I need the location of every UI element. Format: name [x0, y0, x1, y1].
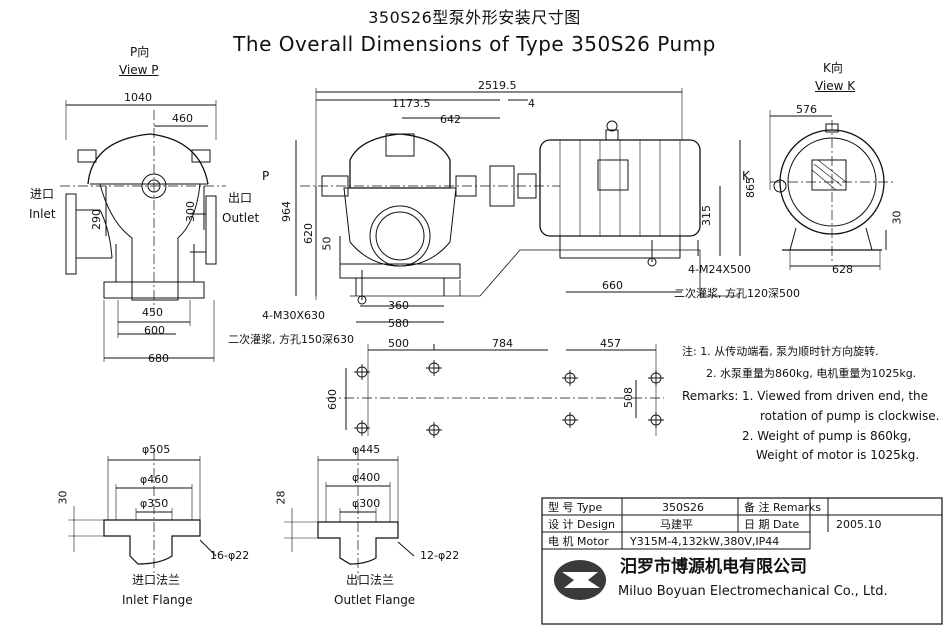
remark-en-head: Remarks: — [682, 389, 739, 403]
dim-50: 50 — [320, 236, 334, 251]
k-direction-arrow-label: K — [742, 169, 750, 183]
dim-1040: 1040 — [124, 91, 152, 104]
outlet-label-en: Outlet — [222, 211, 260, 225]
title-cn: 350S26型泵外形安装尺寸图 — [368, 8, 581, 27]
dim-865: 865 — [744, 177, 757, 198]
inlet-flange-d460: φ460 — [140, 473, 169, 486]
view-p-label-en: View P — [119, 63, 159, 77]
dim-2519-5: 2519.5 — [478, 79, 517, 92]
company-name-cn: 汨罗市博源机电有限公司 — [620, 557, 807, 577]
outlet-flange-name-cn: 出口法兰 — [346, 573, 395, 587]
view-p-drawing — [60, 100, 226, 362]
outlet-flange-holes: 12-φ22 — [420, 549, 460, 562]
dim-784: 784 — [492, 337, 513, 350]
dim-660: 660 — [602, 279, 623, 292]
title-block-frame — [541, 497, 943, 625]
outlet-flange-d400: φ400 — [352, 471, 381, 484]
tb-type-label: 型 号 Type — [548, 501, 603, 514]
inlet-flange-drawing — [68, 450, 217, 580]
motor-grout-note: 二次灌浆, 方孔120深500 — [674, 287, 800, 300]
inlet-label-cn: 进口 — [30, 187, 55, 201]
dim-964: 964 — [280, 201, 293, 222]
tb-design-label: 设 计 Design — [548, 518, 615, 531]
motor-bolt-spec: 4-M24X500 — [688, 263, 751, 276]
dim-500: 500 — [388, 337, 409, 350]
company-name-en: Miluo Boyuan Electromechanical Co., Ltd. — [618, 584, 888, 599]
view-k-label-cn: K向 — [823, 61, 843, 75]
tb-design-value: 马建平 — [660, 518, 693, 531]
tb-type-value: 350S26 — [662, 501, 704, 514]
dim-628: 628 — [832, 263, 853, 276]
remark-cn-2: 2. 水泵重量为860kg, 电机重量为1025kg. — [706, 367, 917, 380]
remark-en-2a: 2. Weight of pump is 860kg, — [742, 429, 912, 443]
dim-460: 460 — [172, 112, 193, 125]
pump-grout-note: 二次灌浆, 方孔150深630 — [228, 333, 354, 346]
p-direction-arrow-label: P — [262, 169, 270, 183]
tb-motor-value: Y315M-4,132kW,380V,IP44 — [630, 535, 780, 548]
dim-680: 680 — [148, 352, 169, 365]
outlet-flange-d445: φ445 — [352, 443, 381, 456]
dim-600-plan: 600 — [326, 389, 339, 410]
dim-1173-5: 1173.5 — [392, 97, 431, 110]
outlet-flange-drawing — [284, 450, 415, 580]
dim-315: 315 — [700, 205, 713, 226]
view-p-label-cn: P向 — [130, 45, 150, 59]
pump-bolt-spec: 4-M30X630 — [262, 309, 325, 322]
outlet-flange-t28: 28 — [274, 490, 288, 505]
inlet-flange-d350: φ350 — [140, 497, 169, 510]
dim-620: 620 — [302, 223, 315, 244]
title-en: The Overall Dimensions of Type 350S26 Pu… — [233, 32, 716, 56]
dim-508: 508 — [622, 387, 635, 408]
remark-en-1a: 1. Viewed from driven end, the — [742, 389, 929, 403]
company-logo — [554, 560, 606, 600]
view-k-label-en: View K — [815, 79, 856, 93]
inlet-flange-t30: 30 — [56, 490, 70, 505]
dim-300: 300 — [184, 201, 197, 222]
foundation-plan-drawing — [326, 344, 664, 438]
inlet-label-en: Inlet — [29, 207, 56, 221]
inlet-flange-name-en: Inlet Flange — [122, 593, 193, 607]
front-view-drawing — [295, 88, 741, 323]
inlet-flange-name-cn: 进口法兰 — [132, 573, 181, 587]
dim-457: 457 — [600, 337, 621, 350]
dim-450: 450 — [142, 306, 163, 319]
dim-30-k: 30 — [890, 210, 904, 225]
dim-580: 580 — [388, 317, 409, 330]
dim-4: 4 — [528, 97, 535, 110]
tb-date-value: 2005.10 — [836, 518, 882, 531]
tb-motor-label: 电 机 Motor — [548, 535, 609, 548]
dim-600: 600 — [144, 324, 165, 337]
remark-en-1b: rotation of pump is clockwise. — [760, 409, 940, 423]
outlet-flange-name-en: Outlet Flange — [334, 593, 416, 607]
remark-en-2b: Weight of motor is 1025kg. — [756, 448, 920, 462]
tb-remarks-label: 备 注 Remarks — [744, 501, 821, 514]
inlet-flange-d505: φ505 — [142, 443, 171, 456]
inlet-flange-holes: 16-φ22 — [210, 549, 250, 562]
outlet-label-cn: 出口 — [228, 191, 253, 205]
view-k-drawing — [769, 110, 894, 270]
dim-290: 290 — [90, 209, 103, 230]
tb-date-label: 日 期 Date — [744, 518, 800, 531]
dim-576: 576 — [796, 103, 817, 116]
dim-642: 642 — [440, 113, 461, 126]
dim-360: 360 — [388, 299, 409, 312]
outlet-flange-d300: φ300 — [352, 497, 381, 510]
remark-cn-1: 注: 1. 从传动端看, 泵为顺时针方向旋转. — [682, 345, 879, 358]
